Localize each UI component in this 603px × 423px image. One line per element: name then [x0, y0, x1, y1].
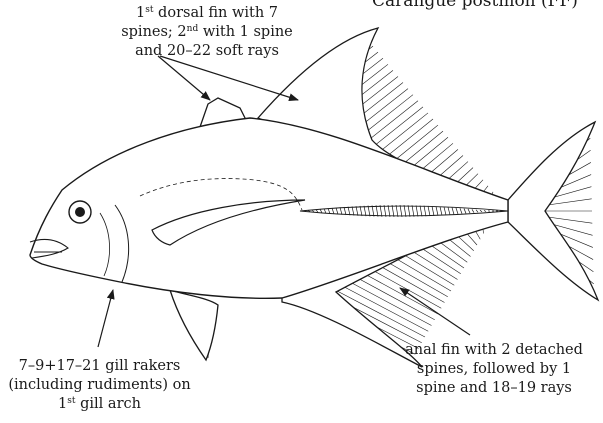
dorsal-label-text-2b: with 1 spine	[198, 24, 293, 40]
anal-label-line2: spines, followed by 1	[388, 360, 600, 379]
anal-arrow	[400, 288, 470, 335]
dorsal-fin-label: 1st dorsal fin with 7 spines; 2nd with 1…	[112, 4, 302, 61]
page-title: Carangue postmon (FF)	[372, 0, 578, 11]
anal-label-line3: spine and 18–19 rays	[388, 379, 600, 398]
dorsal-label-line3: and 20–22 soft rays	[112, 42, 302, 61]
anal-label-line1: anal fin with 2 detached	[388, 341, 600, 360]
dorsal-arrow-1	[158, 56, 210, 100]
gill-ordinal-suffix: st	[67, 396, 75, 406]
dorsal-arrow-2	[160, 56, 298, 100]
anal-fin-label: anal fin with 2 detached spines, followe…	[388, 341, 600, 398]
dorsal-second-suffix: nd	[187, 24, 199, 34]
pelvic-fin	[170, 290, 218, 360]
pupil	[75, 207, 85, 217]
gill-ordinal-number: 1	[58, 396, 67, 412]
anal-fin-ray	[378, 265, 445, 303]
dorsal-label-line1: 1st dorsal fin with 7	[112, 4, 302, 23]
gill-label-line2: (including rudiments) on	[2, 376, 197, 395]
anal-fin-ray	[360, 271, 438, 314]
dorsal-label-line2: spines; 2nd with 1 spine	[112, 23, 302, 42]
gill-label-text: gill arch	[76, 396, 141, 412]
gill-label-line3: 1st gill arch	[2, 395, 197, 414]
anal-fin-ray	[413, 251, 458, 279]
anal-fin-ray	[369, 268, 442, 308]
dorsal-ordinal-number: 1	[136, 5, 145, 21]
gill-rakers-label: 7–9+17–21 gill rakers (including rudimen…	[2, 357, 197, 414]
dorsal-label-text-1: dorsal fin with 7	[153, 5, 278, 21]
anal-fin-ray	[439, 241, 468, 262]
anal-fin-ray	[395, 258, 451, 291]
anal-fin-ray	[448, 238, 471, 257]
dorsal-label-text-2a: spines; 2	[121, 24, 186, 40]
gill-arrow	[98, 290, 113, 347]
anal-fin-ray	[386, 261, 448, 296]
anal-fin-ray	[404, 255, 455, 286]
gill-label-line1: 7–9+17–21 gill rakers	[2, 357, 197, 376]
